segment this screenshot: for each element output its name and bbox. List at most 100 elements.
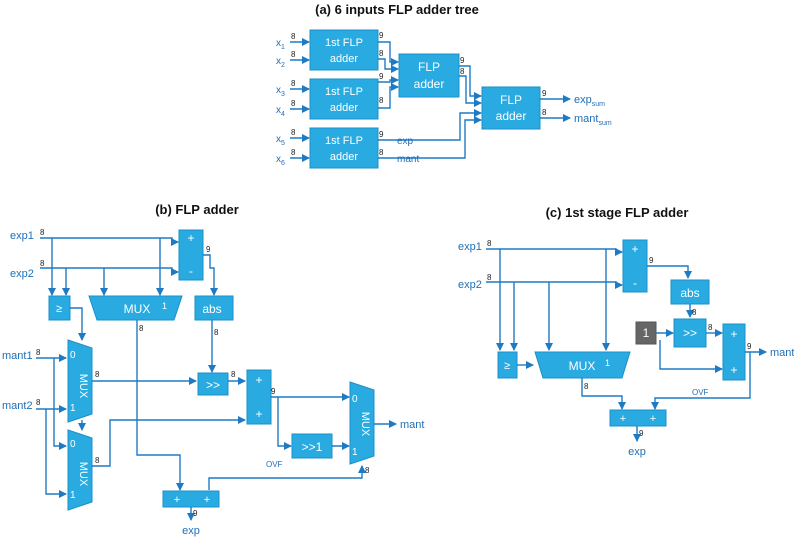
- svg-text:8: 8: [139, 324, 144, 333]
- svg-text:9: 9: [639, 429, 644, 438]
- svg-text:1: 1: [70, 403, 76, 414]
- svg-text:8: 8: [708, 323, 713, 332]
- flp-adder-stage2: [398, 53, 460, 98]
- svg-text:8: 8: [487, 239, 492, 248]
- first-flp-adder-2: [309, 78, 379, 120]
- svg-text:8: 8: [692, 308, 697, 317]
- c-shifter: [673, 318, 707, 348]
- svg-text:8: 8: [584, 382, 589, 391]
- svg-text:+: +: [730, 327, 737, 341]
- c-exp-output: exp: [628, 446, 646, 458]
- b-exp-mux: [88, 295, 183, 321]
- svg-text:8: 8: [95, 370, 100, 379]
- c-exp-adder: [609, 409, 667, 427]
- svg-text:>>: >>: [683, 326, 697, 340]
- svg-text:8: 8: [365, 466, 370, 475]
- b-exp-adder: [162, 490, 220, 508]
- c-exp2-label: exp2: [458, 279, 482, 291]
- svg-text:+: +: [620, 413, 626, 425]
- svg-text:8: 8: [40, 259, 45, 268]
- b-mant1-label: mant1: [2, 350, 33, 362]
- b-exp-output: exp: [182, 525, 200, 537]
- svg-text:+: +: [255, 407, 262, 421]
- svg-text:8: 8: [291, 50, 296, 59]
- svg-text:8: 8: [231, 370, 236, 379]
- svg-text:8: 8: [214, 328, 219, 337]
- c-ovf-label: OVF: [692, 388, 709, 397]
- svg-text:1st FLP: 1st FLP: [325, 86, 363, 98]
- svg-text:9: 9: [379, 130, 384, 139]
- svg-text:+: +: [174, 494, 180, 506]
- output-exp-sum: expsum: [574, 94, 605, 108]
- svg-text:adder: adder: [330, 102, 358, 114]
- title-b: (b) FLP adder: [155, 202, 239, 217]
- b-mant-output: mant: [400, 419, 424, 431]
- b-mant2-label: mant2: [2, 400, 33, 412]
- b-mant-adder: [246, 369, 272, 425]
- svg-text:8: 8: [95, 456, 100, 465]
- svg-text:FLP: FLP: [418, 60, 440, 74]
- svg-text:8: 8: [291, 99, 296, 108]
- first-flp-adder-3: [309, 127, 379, 169]
- svg-text:8: 8: [36, 398, 41, 407]
- adder-tree: x1 x2 x3 x4 x5 x6 8 8 8 8 8 8 1st FLP ad…: [276, 29, 612, 169]
- mant-label: mant: [397, 154, 419, 165]
- svg-text:MUX: MUX: [124, 302, 151, 316]
- svg-text:+: +: [730, 363, 737, 377]
- b-exp1-label: exp1: [10, 230, 34, 242]
- svg-text:+: +: [631, 242, 638, 256]
- svg-text:8: 8: [291, 32, 296, 41]
- svg-text:8: 8: [379, 148, 384, 157]
- c-abs-block: [670, 279, 710, 305]
- b-output-mux: [349, 381, 375, 465]
- input-x2: x2: [276, 56, 285, 69]
- svg-text:0: 0: [352, 394, 358, 405]
- svg-text:8: 8: [542, 108, 547, 117]
- svg-text:8: 8: [291, 148, 296, 157]
- b-exp2-label: exp2: [10, 268, 34, 280]
- title-a: (a) 6 inputs FLP adder tree: [315, 2, 479, 17]
- svg-text:9: 9: [271, 387, 276, 396]
- c-exp1-label: exp1: [458, 241, 482, 253]
- b-shifter: [197, 372, 229, 396]
- svg-text:1: 1: [605, 358, 610, 368]
- svg-text:8: 8: [487, 273, 492, 282]
- svg-text:9: 9: [379, 31, 384, 40]
- svg-text:9: 9: [193, 509, 198, 518]
- svg-text:1: 1: [352, 447, 358, 458]
- svg-text:1: 1: [162, 301, 167, 311]
- svg-text:0: 0: [70, 350, 76, 361]
- svg-text:9: 9: [542, 89, 547, 98]
- svg-text:+: +: [187, 231, 194, 245]
- input-x4: x4: [276, 105, 285, 118]
- svg-text:1: 1: [70, 490, 76, 501]
- svg-text:8: 8: [36, 348, 41, 357]
- svg-text:1st FLP: 1st FLP: [325, 135, 363, 147]
- svg-text:9: 9: [747, 342, 752, 351]
- svg-text:-: -: [189, 264, 193, 278]
- input-x3: x3: [276, 85, 285, 98]
- svg-text:8: 8: [40, 228, 45, 237]
- c-exp-mux: [534, 351, 631, 379]
- svg-text:≥: ≥: [504, 360, 510, 372]
- input-x6: x6: [276, 154, 285, 167]
- svg-text:+: +: [204, 494, 210, 506]
- svg-text:abs: abs: [680, 286, 699, 300]
- svg-text:0: 0: [70, 439, 76, 450]
- b-mant-mux-2: [67, 429, 93, 511]
- svg-text:MUX: MUX: [569, 359, 596, 373]
- b-ovf-label: OVF: [266, 460, 283, 469]
- flp-adder-b: exp1 exp2 mant1 mant2 8 8 8 8 + - 9 ≥ MU…: [2, 228, 424, 537]
- output-mant-sum: mantsum: [574, 113, 612, 127]
- c-exp-subtractor: [622, 239, 648, 293]
- svg-text:abs: abs: [202, 302, 221, 316]
- svg-text:9: 9: [649, 256, 654, 265]
- flp-adder-c: exp1 exp2 8 8 + - 9 abs 8 1 >> 8 + +: [458, 239, 794, 458]
- svg-text:9: 9: [379, 72, 384, 81]
- svg-text:+: +: [650, 413, 656, 425]
- svg-text:adder: adder: [330, 151, 358, 163]
- svg-text:8: 8: [460, 67, 465, 76]
- input-x5: x5: [276, 134, 285, 147]
